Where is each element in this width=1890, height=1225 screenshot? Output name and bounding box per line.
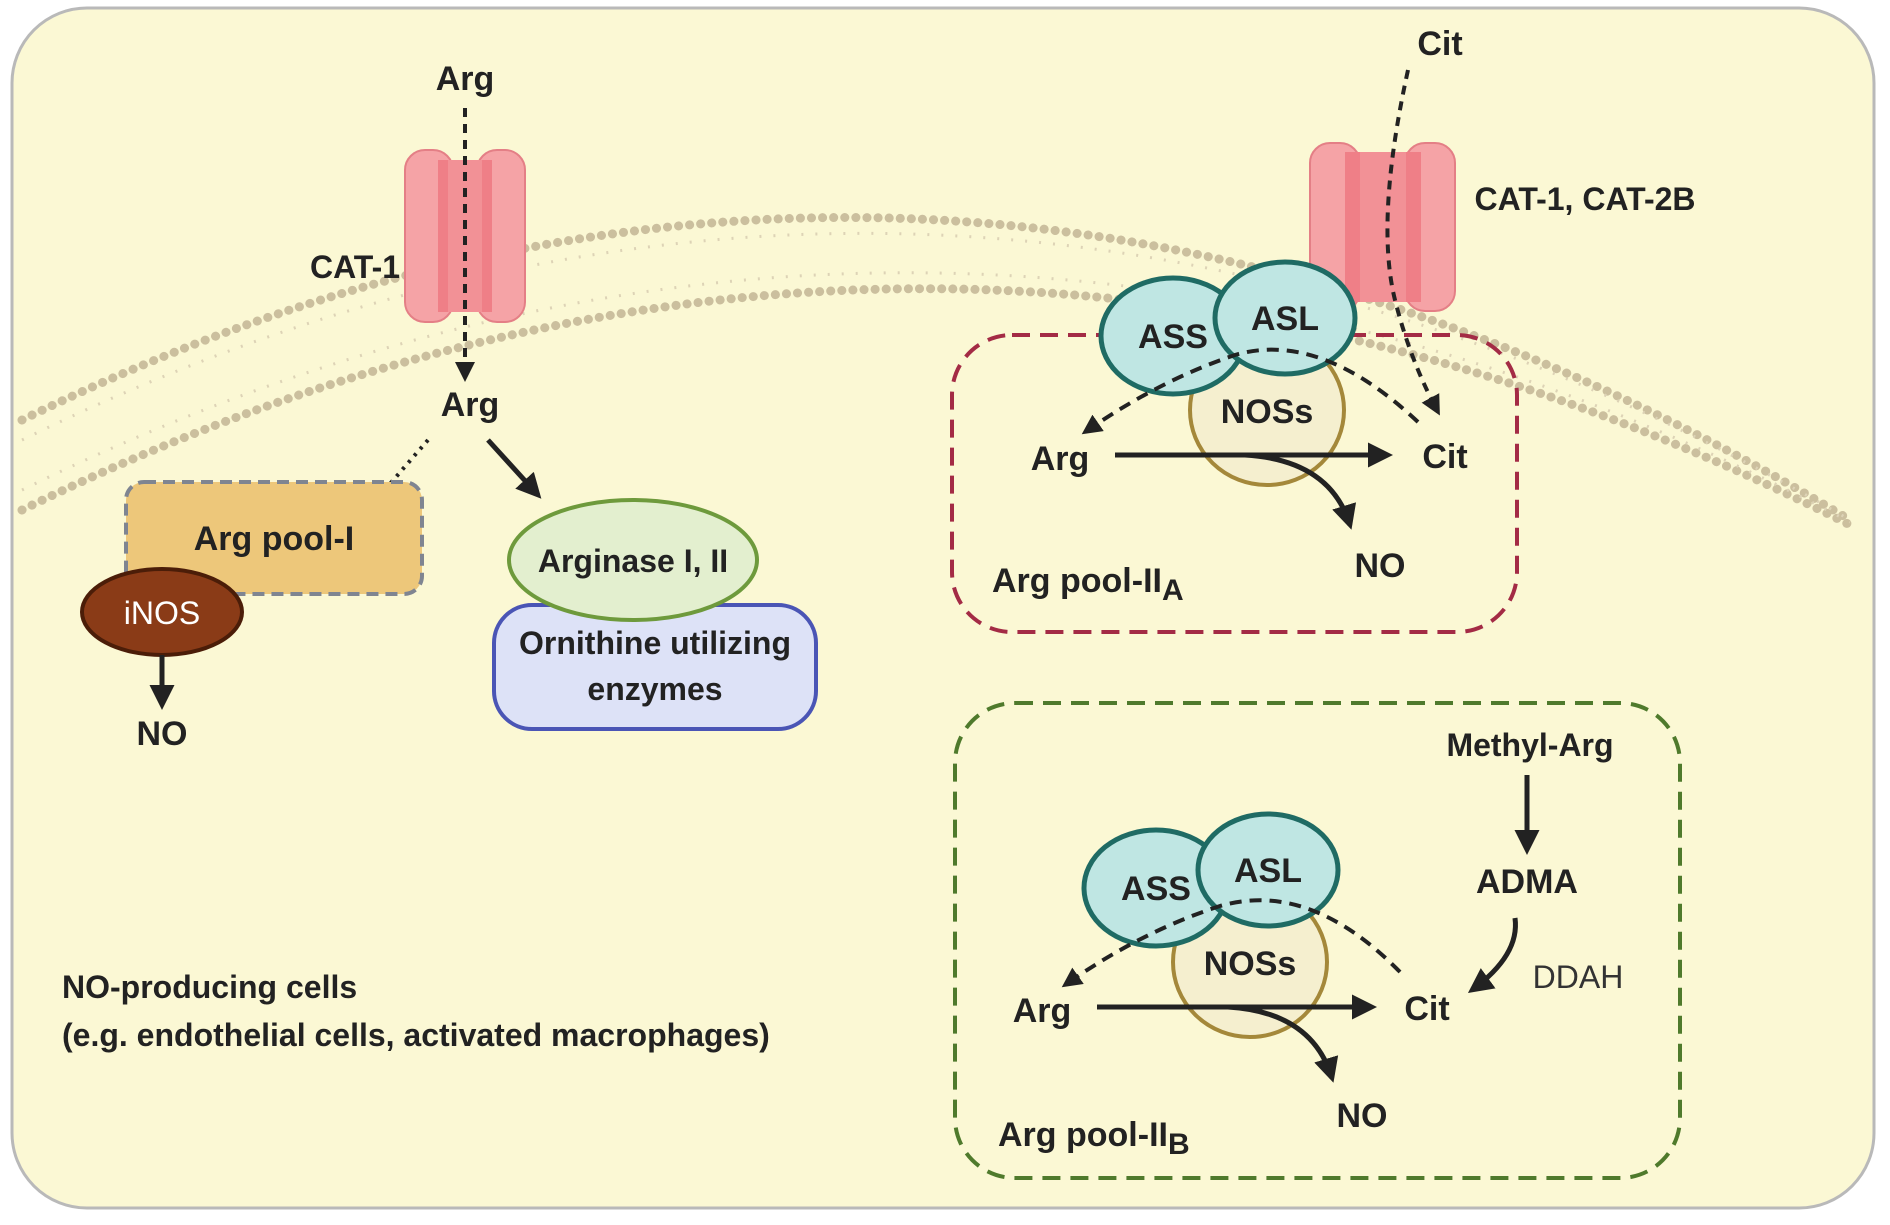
pool2a-recycle-arrow — [1081, 347, 1420, 435]
arginase-enzyme — [507, 498, 759, 622]
inos-label: iNOS — [124, 595, 200, 631]
pool2b-asl-label: ASL — [1234, 852, 1302, 890]
ornithine-enzymes-box — [492, 603, 818, 731]
pool2a-arg-label: Arg — [1031, 440, 1090, 478]
left-arg-outside-label: Arg — [436, 60, 495, 98]
cell-membrane — [17, 213, 1855, 530]
pool2a-no-arrow — [1244, 452, 1357, 530]
cit-import-arrow — [1385, 69, 1440, 416]
pool2b-recycle-arrow — [1061, 898, 1402, 988]
caption-line2: (e.g. endothelial cells, activated macro… — [62, 1017, 770, 1053]
pool2b-no-label: NO — [1337, 1097, 1388, 1135]
pool2b-title: Arg pool-IIB — [998, 1116, 1190, 1161]
arg-to-arginase-arrow — [486, 438, 542, 499]
methyl-arg-label: Methyl-Arg — [1446, 727, 1613, 763]
pool2a-asl-label: ASL — [1251, 300, 1319, 338]
adma-to-cit-arrow — [1467, 917, 1518, 993]
left-transporter-label: CAT-1 — [310, 249, 400, 285]
arg-pool2b-box — [953, 701, 1682, 1180]
ddah-label: DDAH — [1533, 959, 1624, 995]
pool2b-nos-label: NOSs — [1204, 945, 1297, 983]
pool2b-arg-label: Arg — [1013, 992, 1072, 1030]
pool2a-ass-label: ASS — [1138, 318, 1208, 356]
left-arg-inside-label: Arg — [441, 386, 500, 424]
left-no-label: NO — [137, 715, 188, 753]
pool2a-asl-enzyme — [1212, 259, 1358, 377]
ornithine-label-line2: enzymes — [587, 671, 722, 707]
pool2b-asl-enzyme — [1195, 811, 1341, 929]
arg-pool1-label: Arg pool-I — [194, 520, 355, 558]
arg-pool2a-box — [950, 333, 1519, 634]
caption-line1: NO-producing cells — [62, 969, 357, 1005]
pool2b-cit-label: Cit — [1404, 990, 1449, 1028]
right-transporter-label: CAT-1, CAT-2B — [1474, 181, 1695, 217]
pool2a-title: Arg pool-IIA — [992, 562, 1184, 607]
ornithine-label-line1: Ornithine utilizing — [519, 625, 791, 661]
arg-pool1-box — [124, 480, 424, 596]
adma-label: ADMA — [1476, 863, 1578, 901]
pool2b-no-arrow — [1227, 1004, 1339, 1083]
pool2a-cit-label: Cit — [1422, 438, 1467, 476]
arginase-label: Arginase I, II — [538, 543, 728, 579]
pool2b-ass-label: ASS — [1121, 870, 1191, 908]
pool2a-no-label: NO — [1355, 547, 1406, 585]
right-cit-outside-label: Cit — [1417, 25, 1462, 63]
pool2a-nos-label: NOSs — [1221, 393, 1314, 431]
